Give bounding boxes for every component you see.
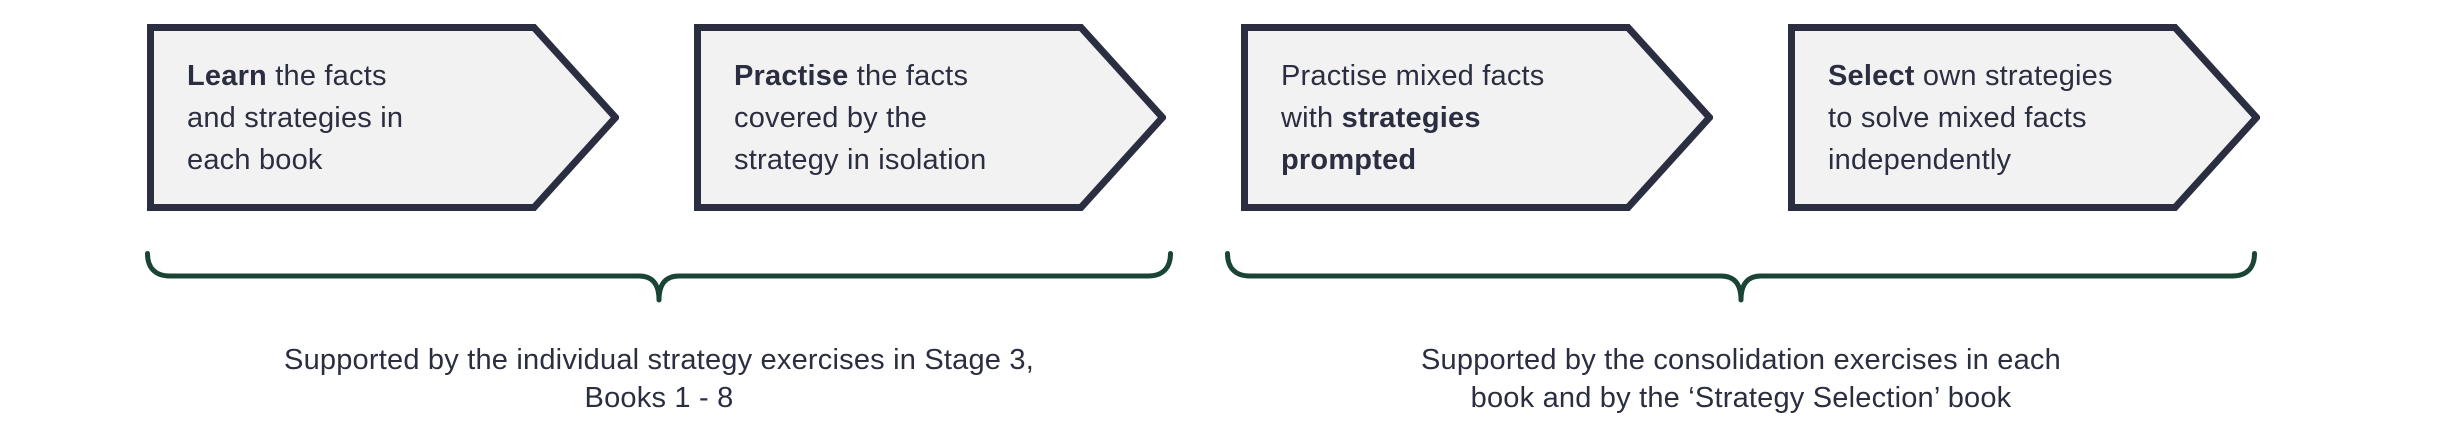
caption-right-line-2: book and by the ‘Strategy Selection’ boo… [1470, 382, 2012, 414]
caption-left-line-2: Books 1 - 8 [584, 382, 734, 414]
caption-left-line-1: Supported by the individual strategy exe… [284, 344, 1034, 376]
chevron-arrow-shape [147, 24, 619, 211]
caption-right: Supported by the consolidation exercises… [1241, 341, 2241, 417]
caption-right-line-1: Supported by the consolidation exercises… [1421, 344, 2061, 376]
underbrace-left [145, 251, 1173, 303]
chevron-arrow-shape [694, 24, 1166, 211]
chevron-arrow-shape [1241, 24, 1713, 211]
underbrace-right [1225, 251, 2257, 303]
caption-left: Supported by the individual strategy exe… [159, 341, 1159, 417]
chevron-arrow-shape [1788, 24, 2260, 211]
